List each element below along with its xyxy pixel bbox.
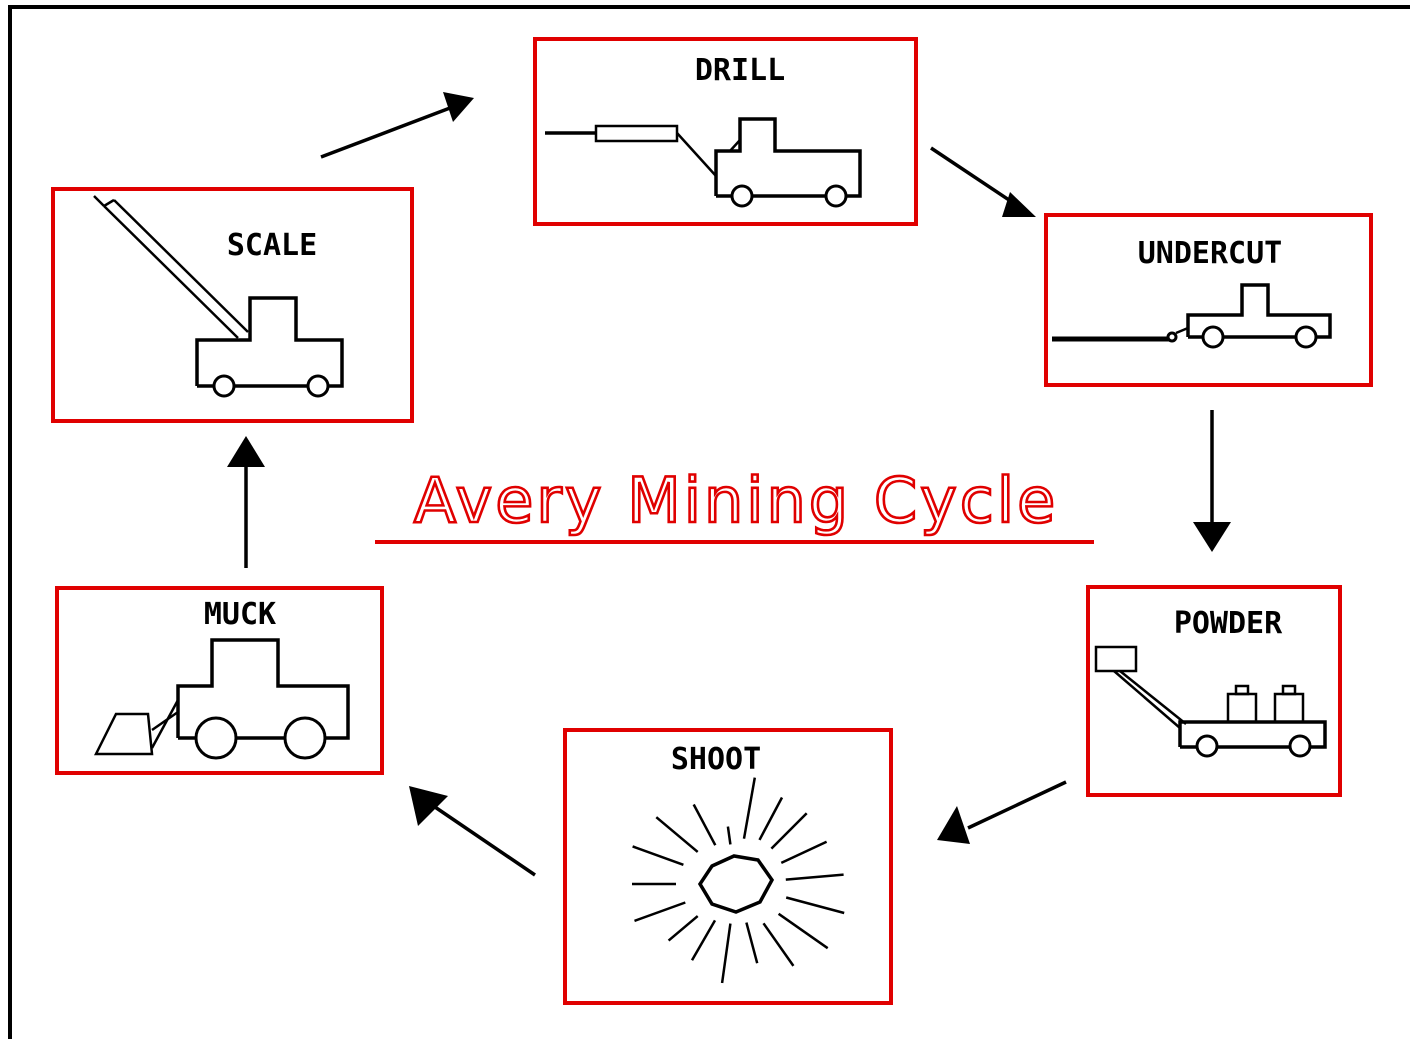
scale-label: SCALE bbox=[227, 228, 317, 263]
diagram-title: Avery Mining Cycle bbox=[375, 463, 1094, 544]
explosion-ray bbox=[634, 901, 686, 923]
drill-label: DRILL bbox=[695, 53, 785, 88]
title-text: Avery Mining Cycle bbox=[414, 464, 1059, 537]
scaler-icon bbox=[93, 195, 344, 398]
muck-box bbox=[55, 586, 384, 775]
muck-label: MUCK bbox=[204, 597, 276, 632]
loader-icon bbox=[93, 638, 350, 760]
explosion-ray bbox=[692, 803, 717, 846]
step-muck: MUCK bbox=[55, 586, 384, 775]
arrow-scale-to-drill bbox=[320, 92, 474, 159]
powder-label: POWDER bbox=[1174, 606, 1283, 641]
explosion-ray bbox=[785, 896, 845, 915]
explosion-icon bbox=[632, 777, 845, 984]
explosion-ray bbox=[780, 840, 828, 865]
drill-jumbo-icon bbox=[545, 117, 862, 208]
arrow-undercut-to-powder bbox=[1193, 410, 1231, 552]
undercutter-icon bbox=[1052, 283, 1332, 349]
shoot-label: SHOOT bbox=[671, 742, 761, 777]
explosion-ray bbox=[632, 845, 684, 866]
undercut-label: UNDERCUT bbox=[1138, 236, 1283, 271]
explosion-ray bbox=[745, 922, 759, 964]
arrow-shoot-to-muck bbox=[409, 786, 536, 877]
explosion-ray bbox=[720, 923, 732, 984]
explosion-ray bbox=[758, 796, 784, 841]
diagram-frame bbox=[8, 5, 1410, 1039]
powder-box bbox=[1086, 585, 1342, 797]
shoot-box bbox=[563, 728, 893, 1005]
scale-box bbox=[51, 187, 414, 423]
explosion-ray bbox=[655, 816, 699, 853]
arrow-powder-to-shoot bbox=[937, 780, 1067, 844]
explosion-ray bbox=[667, 915, 699, 942]
powder-truck-icon bbox=[1094, 645, 1327, 758]
arrow-muck-to-scale bbox=[227, 436, 265, 568]
step-powder: POWDER bbox=[1086, 585, 1342, 797]
step-shoot: SHOOT bbox=[563, 728, 893, 1005]
explosion-ray bbox=[762, 922, 795, 967]
explosion-ray bbox=[770, 812, 808, 850]
explosion-ray bbox=[690, 919, 717, 961]
step-scale: SCALE bbox=[51, 187, 414, 423]
explosion-ray bbox=[785, 873, 844, 881]
explosion-ray bbox=[726, 826, 732, 845]
undercut-box bbox=[1044, 213, 1373, 387]
explosion-ray bbox=[742, 777, 757, 839]
step-drill: DRILL bbox=[533, 37, 918, 226]
step-undercut: UNDERCUT bbox=[1044, 213, 1373, 387]
explosion-ray bbox=[777, 912, 829, 950]
drill-box bbox=[533, 37, 918, 226]
arrow-drill-to-undercut bbox=[930, 146, 1036, 217]
